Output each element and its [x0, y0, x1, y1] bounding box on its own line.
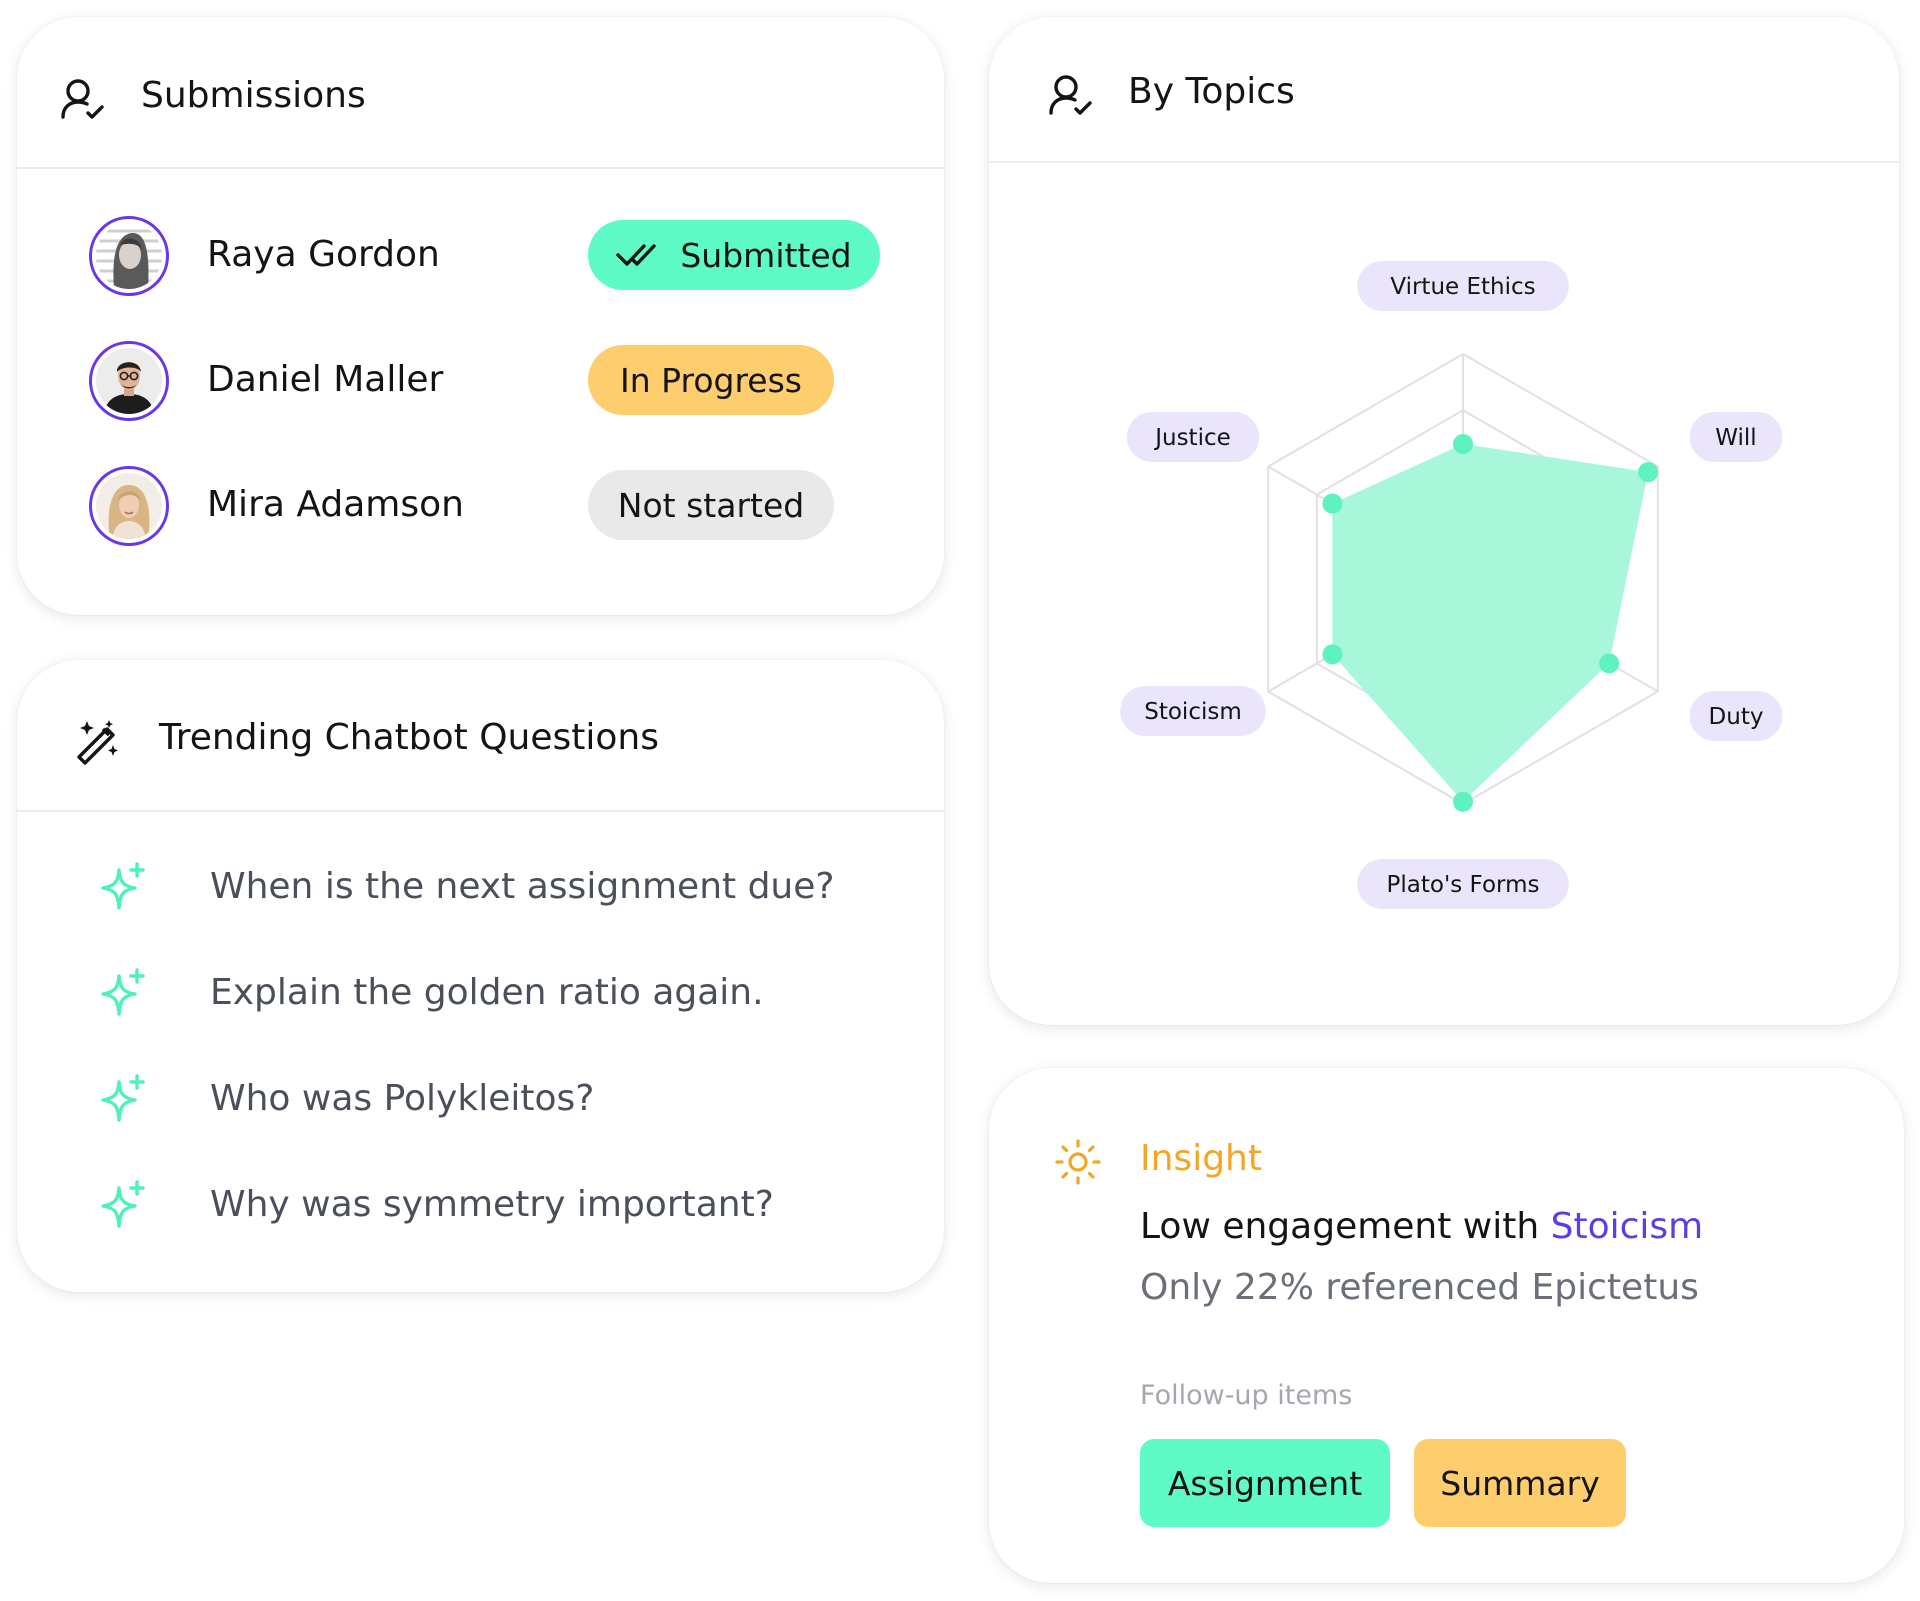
radar-data-point	[1322, 493, 1343, 514]
radar-label-pill	[1689, 691, 1783, 741]
question-text: Why was symmetry important?	[210, 1184, 774, 1225]
topics-header: By Topics	[989, 17, 1899, 163]
submissions-title: Submissions	[141, 75, 366, 116]
sparkle-icon	[101, 1074, 145, 1122]
radar-label-pill	[1689, 412, 1783, 462]
student-name: Mira Adamson	[207, 484, 464, 525]
sun-icon	[1055, 1139, 1101, 1185]
student-row[interactable]: Raya Gordon Submitted	[17, 208, 944, 304]
sparkle-icon	[101, 862, 145, 910]
sparkle-icon	[101, 968, 145, 1016]
submissions-card: Submissions Raya Gordon Submitted	[17, 17, 944, 615]
insight-detail: Only 22% referenced Epictetus	[1140, 1267, 1699, 1308]
radar-label-pill	[1357, 859, 1569, 909]
user-check-icon	[1049, 75, 1092, 115]
trending-title: Trending Chatbot Questions	[159, 717, 659, 758]
radar-category-label: Virtue Ethics	[1390, 274, 1535, 300]
magic-wand-icon	[77, 720, 118, 765]
question-text: Who was Polykleitos?	[210, 1078, 595, 1119]
status-label: Submitted	[680, 235, 852, 275]
submissions-header: Submissions	[17, 17, 944, 169]
radar-data-point	[1453, 791, 1473, 812]
insight-topic-link[interactable]: Stoicism	[1550, 1206, 1704, 1247]
student-row[interactable]: Mira Adamson Not started	[17, 458, 944, 554]
status-label: Not started	[617, 485, 805, 525]
radar-data-point	[1599, 653, 1620, 674]
insight-headline-prefix: Low engagement with	[1140, 1206, 1551, 1247]
radar-label-pill	[1126, 412, 1260, 462]
sparkle-icon	[101, 1180, 145, 1228]
radar-category-label: Plato's Forms	[1387, 872, 1540, 898]
insight-headline: Low engagement with Stoicism	[1140, 1206, 1703, 1247]
student-name: Daniel Maller	[207, 359, 444, 400]
avatar	[89, 216, 169, 296]
avatar-photo	[96, 473, 162, 539]
followup-label: Follow-up items	[1140, 1380, 1353, 1411]
trending-header: Trending Chatbot Questions	[17, 660, 944, 812]
radar-category-label: Will	[1715, 425, 1756, 451]
double-check-icon	[616, 244, 657, 266]
insight-card: Insight Low engagement with Stoicism Onl…	[989, 1068, 1904, 1583]
avatar-photo	[96, 223, 162, 289]
radar-data-point	[1322, 644, 1343, 665]
radar-category-label: Stoicism	[1144, 699, 1242, 725]
question-text: Explain the golden ratio again.	[210, 972, 764, 1013]
student-row[interactable]: Daniel Maller In Progress	[17, 333, 944, 429]
trending-questions-card: Trending Chatbot Questions When is the n…	[17, 660, 944, 1292]
insight-title: Insight	[1140, 1138, 1262, 1179]
student-name: Raya Gordon	[207, 234, 440, 275]
radar-data-area	[1332, 444, 1649, 802]
status-badge: Not started	[588, 470, 834, 540]
user-check-icon	[61, 79, 104, 119]
radar-label-pill	[1357, 261, 1569, 311]
radar-category-label: Duty	[1709, 704, 1764, 730]
topics-title: By Topics	[1128, 71, 1295, 112]
summary-button[interactable]: Summary	[1414, 1439, 1626, 1527]
avatar	[89, 466, 169, 546]
status-label: In Progress	[620, 360, 802, 400]
avatar-photo	[96, 348, 162, 414]
radar-label-pill	[1120, 686, 1266, 736]
radar-data-point	[1453, 434, 1473, 454]
radar-data-point	[1638, 462, 1659, 483]
radar-category-label: Justice	[1153, 425, 1231, 451]
assignment-button[interactable]: Assignment	[1140, 1439, 1390, 1527]
question-text: When is the next assignment due?	[210, 866, 835, 907]
status-badge: Submitted	[588, 220, 880, 290]
avatar	[89, 341, 169, 421]
status-badge: In Progress	[588, 345, 834, 415]
